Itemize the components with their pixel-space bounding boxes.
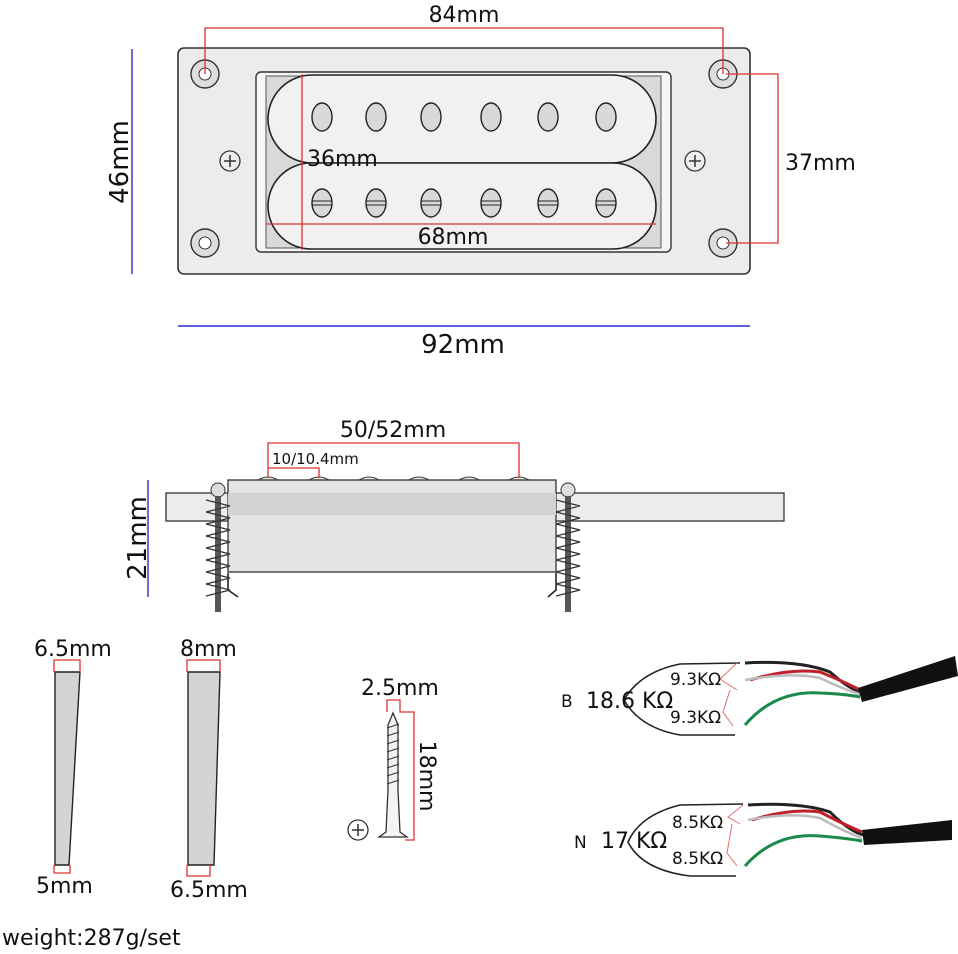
base-leg-left [227,573,239,598]
dim-line-10-10.4mm [268,467,320,478]
screw-body [376,711,410,838]
coil-b-resistance-b: 9.3KΩ [670,708,721,728]
pole-piece [480,102,502,132]
screw-thread [386,723,400,785]
pole-screw [595,188,617,218]
spacer-1-top-label: 6.5mm [34,637,112,662]
dim-spacer-1-bottom [53,865,71,874]
pole-piece [595,102,617,132]
cable-black [858,656,958,702]
side-pole-tops [257,476,530,481]
wiring-bridge: B 18.6 KΩ 9.3KΩ 9.3KΩ [561,656,958,736]
pickup-position-n: N [574,833,587,853]
spacer-2-top-label: 8mm [180,637,237,662]
pole-screw [311,188,333,218]
wire-bare [744,674,861,696]
spacer-2-bottom-label: 6.5mm [170,878,248,903]
dim-spacer-1-top [53,659,81,672]
pole-pieces-top [311,102,617,132]
lead-line [719,662,738,691]
screw-diameter-label: 2.5mm [361,676,439,701]
wiring-neck: N 17 KΩ 8.5KΩ 8.5KΩ [574,802,952,877]
mounting-screw: 2.5mm 18mm [347,676,439,841]
cable-black [862,820,952,845]
lead-line [727,804,744,825]
spacer-shape [187,671,221,866]
coil-a-resistance-n: 8.5KΩ [672,813,723,833]
wire-black [747,802,865,837]
dim-line-37mm [726,73,779,244]
dim-screw [386,699,415,841]
pole-piece [420,102,442,132]
pole-screw [480,188,502,218]
dim-spacer-2-top [186,659,221,672]
screw-head-phillips-icon [347,819,369,841]
side-coil-band [228,493,556,515]
wire-bare [747,814,863,840]
phillips-screw-right-icon [684,150,706,172]
coil-a-resistance-b: 9.3KΩ [670,670,721,690]
dim-label-68mm: 68mm [418,225,489,250]
coil-b-resistance-n: 8.5KΩ [672,849,723,869]
lead-line [726,823,738,867]
coil-loop [623,662,741,736]
wire-green [743,834,863,867]
top-view: 84mm 37mm 36mm 68mm 46mm 92mm [105,3,856,360]
dim-label-84mm: 84mm [429,3,500,28]
pole-screw [537,188,559,218]
wire-green [743,691,861,726]
pole-screw [420,188,442,218]
phillips-screw-left-icon [219,150,241,172]
pole-screw [365,188,387,218]
spacer-1-bottom-label: 5mm [36,874,93,899]
dim-label-36mm: 36mm [307,147,378,172]
pole-screws-bottom [311,188,617,218]
dim-spacer-2-bottom [186,865,211,877]
wire-black [744,660,863,694]
pole-top [408,476,430,481]
pole-top [458,476,480,481]
dim-line-50-52mm [267,442,520,478]
lead-line [722,689,734,727]
pole-piece [311,102,333,132]
base-leg-right [547,573,557,598]
wire-red [751,809,863,834]
total-resistance-n: 17 KΩ [601,829,667,854]
coil-bottom [267,162,657,250]
pickup-position-b: B [561,692,573,712]
pole-piece [365,102,387,132]
mounting-hole-bottom-left [190,228,220,258]
screw-length-label: 18mm [414,741,439,812]
spacer-2: 8mm 6.5mm [170,637,248,903]
pole-piece [537,102,559,132]
spring-left [205,482,231,612]
total-resistance-b: 18.6 KΩ [586,689,673,714]
dim-label-21mm: 21mm [123,496,153,580]
wire-red [749,669,861,692]
dim-label-46mm: 46mm [105,120,135,204]
spacer-shape [54,671,81,866]
spacer-1: 6.5mm 5mm [34,637,112,899]
spring-right [555,482,581,612]
dim-label-37mm: 37mm [785,151,856,176]
mounting-hole-bottom-right [708,228,738,258]
pole-top [358,476,380,481]
dim-line-84mm [204,27,724,74]
side-view: 50/52mm 10/10.4mm 21mm [123,418,785,612]
dim-label-10-10.4mm: 10/10.4mm [272,450,359,468]
weight-label: weight:287g/set [2,926,181,951]
dim-label-50-52mm: 50/52mm [340,418,446,443]
dim-label-92mm: 92mm [421,330,505,360]
coil-loop [627,803,744,877]
